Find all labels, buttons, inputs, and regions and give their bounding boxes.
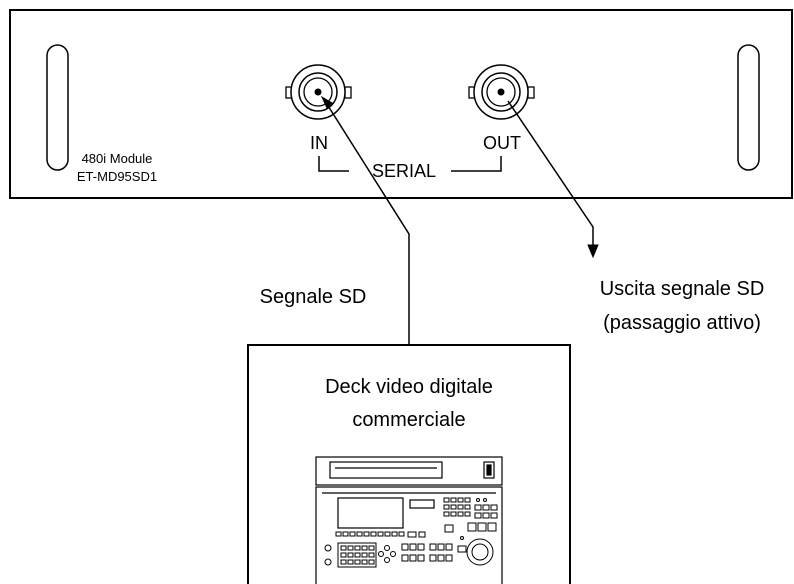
- output-signal-label-line1: Uscita segnale SD: [600, 278, 765, 300]
- device-label-line2: commerciale: [352, 409, 465, 431]
- left-handle: [46, 44, 69, 171]
- output-signal-label-line2: (passaggio attivo): [603, 312, 761, 334]
- bnc-out-connector[interactable]: [468, 64, 535, 120]
- input-signal-label: Segnale SD: [260, 286, 367, 308]
- module-name-line1: 480i Module: [82, 151, 153, 166]
- output-cable: [507, 100, 599, 259]
- device-box: [247, 344, 571, 584]
- device-label-line1: Deck video digitale: [325, 376, 493, 398]
- input-cable: [320, 95, 410, 345]
- in-label: IN: [310, 133, 328, 153]
- serial-label: SERIAL: [372, 161, 436, 181]
- out-label: OUT: [483, 133, 521, 153]
- serial-bracket: [318, 156, 502, 172]
- vcr-deck-icon: [315, 456, 503, 584]
- right-handle: [737, 44, 760, 171]
- module-name-line2: ET-MD95SD1: [77, 169, 157, 184]
- module-panel: 480i Module ET-MD95SD1: [9, 9, 793, 199]
